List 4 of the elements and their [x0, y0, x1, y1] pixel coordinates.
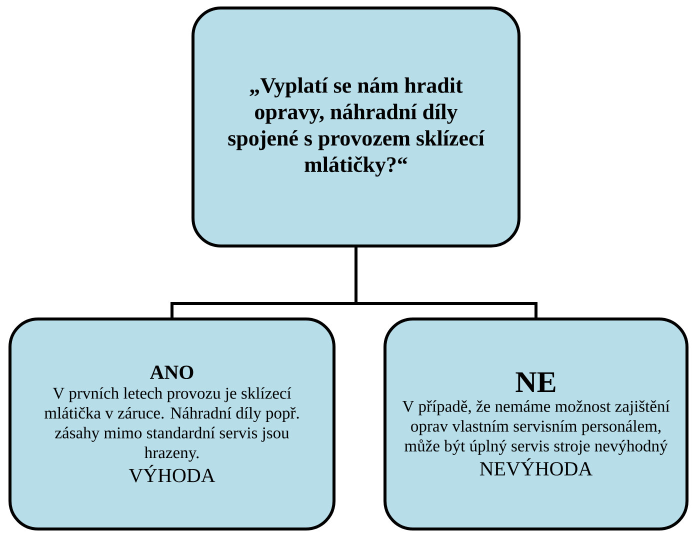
connector-line [354, 248, 538, 318]
rounded-box: ANO V prvních letech provozu je sklízecí mlátička v záruce. Náhradní díly popř. zásahy mimo standardní servis jsou hrazeny. VÝHODA [8, 318, 336, 530]
rounded-box: NE V případě, že nemáme možnost zajištění oprav vlastním servisním personálem, může být úplný servis stroje nevýhodný NEVÝHODA [384, 318, 688, 530]
rounded-box: „Vyplatí se nám hradit opravy, náhradní díly spojené s provozem sklízecí mlátičky?“ [192, 6, 520, 248]
